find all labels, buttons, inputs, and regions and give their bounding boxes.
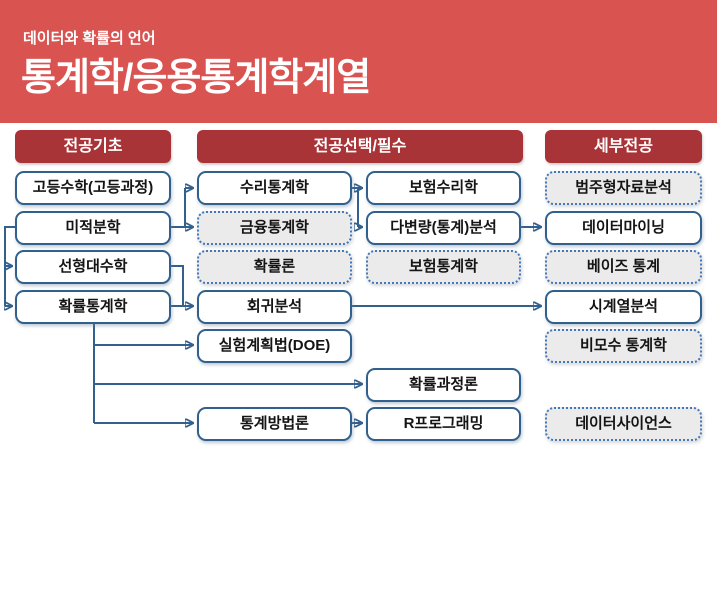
course-financial-statistics: 금융통계학: [197, 211, 352, 245]
page-title: 통계학/응용통계학계열: [21, 57, 371, 99]
course-statistical-methodology: 통계방법론: [197, 407, 352, 441]
course-multivariate-analysis: 다변량(통계)분석: [366, 211, 521, 245]
column-header-specialization: 세부전공: [545, 130, 702, 163]
course-high-school-math: 고등수학(고등과정): [15, 171, 171, 205]
connector-calculus-bracket: [4, 226, 15, 306]
column-header-major-basics: 전공기초: [15, 130, 171, 163]
course-data-science: 데이터사이언스: [545, 407, 702, 441]
course-actuarial-math: 보험수리학: [366, 171, 521, 205]
course-probability-theory: 확률론: [197, 250, 352, 284]
course-bayesian-statistics: 베이즈 통계: [545, 250, 702, 284]
course-linear-algebra: 선형대수학: [15, 250, 171, 284]
course-data-mining: 데이터마이닝: [545, 211, 702, 245]
course-regression-analysis: 회귀분석: [197, 290, 352, 324]
course-calculus: 미적분학: [15, 211, 171, 245]
course-doe: 실험계획법(DOE): [197, 329, 352, 363]
course-mathematical-statistics: 수리통계학: [197, 171, 352, 205]
course-probability-statistics: 확률통계학: [15, 290, 171, 324]
connector-mathstat-junction: [352, 187, 359, 227]
course-stochastic-processes: 확률과정론: [366, 368, 521, 402]
connector-calculus-junction: [171, 188, 186, 228]
course-nonparametric-statistics: 비모수 통계학: [545, 329, 702, 363]
title-banner: 데이터와 확률의 언어 통계학/응용통계학계열: [0, 0, 717, 123]
column-header-major-electives: 전공선택/필수: [197, 130, 523, 163]
course-time-series-analysis: 시계열분석: [545, 290, 702, 324]
connector-linear-algebra-down: [171, 265, 184, 306]
course-r-programming: R프로그래밍: [366, 407, 521, 441]
banner-subtitle: 데이터와 확률의 언어: [23, 30, 156, 47]
course-insurance-statistics: 보험통계학: [366, 250, 521, 284]
course-categorical-data-analysis: 범주형자료분석: [545, 171, 702, 205]
